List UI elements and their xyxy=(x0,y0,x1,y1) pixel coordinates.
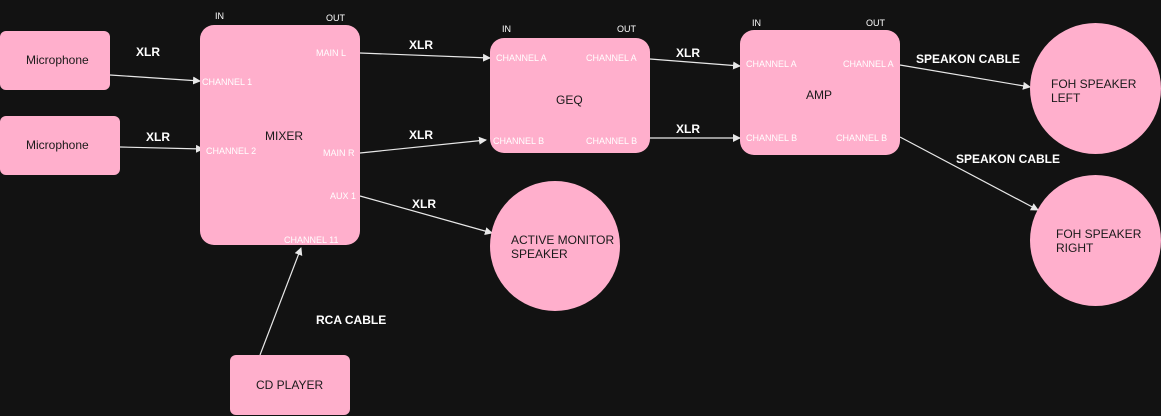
edge-label-geq-amp-a: XLR xyxy=(676,46,700,60)
edge-mic2-mixer xyxy=(119,144,204,153)
foh-speaker-right-node[interactable]: FOH SPEAKER RIGHT xyxy=(1030,175,1161,306)
microphone-1-label: Microphone xyxy=(26,53,89,67)
edge-geq-amp-a xyxy=(649,58,741,70)
amp-port-out-channel-a: CHANNEL A xyxy=(843,59,894,69)
edge-amp-right xyxy=(899,136,1039,211)
foh-speaker-left-label: FOH SPEAKER LEFT xyxy=(1051,77,1137,105)
mixer-out-header: OUT xyxy=(326,13,345,23)
geq-node[interactable]: GEQ CHANNEL A CHANNEL A CHANNEL B CHANNE… xyxy=(490,38,650,153)
amp-port-out-channel-b: CHANNEL B xyxy=(836,133,888,143)
cd-player-node[interactable]: CD PLAYER xyxy=(230,355,350,415)
amp-in-header: IN xyxy=(752,18,761,28)
mixer-label: MIXER xyxy=(265,129,304,143)
edge-amp-left xyxy=(899,64,1031,90)
mixer-in-header: IN xyxy=(215,11,224,21)
geq-out-header: OUT xyxy=(617,24,636,34)
geq-port-out-channel-a: CHANNEL A xyxy=(586,53,637,63)
mixer-node[interactable]: MIXER CHANNEL 1 CHANNEL 2 MAIN L MAIN R … xyxy=(200,25,360,245)
microphone-1-node[interactable]: Microphone xyxy=(0,31,110,90)
edge-label-mic2-mixer: XLR xyxy=(146,130,170,144)
microphone-2-label: Microphone xyxy=(26,138,89,152)
edge-mixer-geq-a xyxy=(359,52,491,62)
geq-port-in-channel-a: CHANNEL A xyxy=(496,53,547,63)
mixer-port-channel-1: CHANNEL 1 xyxy=(202,77,253,87)
geq-label: GEQ xyxy=(556,93,583,107)
microphone-2-node[interactable]: Microphone xyxy=(0,116,120,175)
amp-port-in-channel-b: CHANNEL B xyxy=(746,133,798,143)
edge-mic1-mixer xyxy=(109,74,201,85)
mixer-port-channel-11: CHANNEL 11 xyxy=(284,235,339,245)
geq-port-out-channel-b: CHANNEL B xyxy=(586,136,638,146)
edge-mixer-monitor xyxy=(359,195,493,235)
cd-player-label: CD PLAYER xyxy=(256,378,324,392)
edge-cd-mixer xyxy=(259,247,303,356)
mixer-port-aux-1: AUX 1 xyxy=(330,191,357,201)
mixer-port-main-l: MAIN L xyxy=(316,48,347,58)
amp-label: AMP xyxy=(806,88,833,102)
mixer-port-channel-2: CHANNEL 2 xyxy=(206,146,257,156)
amp-port-in-channel-a: CHANNEL A xyxy=(746,59,797,69)
edge-label-geq-amp-b: XLR xyxy=(676,122,700,136)
edge-label-mixer-monitor: XLR xyxy=(412,197,436,211)
geq-port-in-channel-b: CHANNEL B xyxy=(493,136,545,146)
edge-label-amp-right: SPEAKON CABLE xyxy=(956,152,1061,166)
active-monitor-speaker-node[interactable]: ACTIVE MONITOR SPEAKER xyxy=(490,181,620,311)
edge-mixer-geq-b xyxy=(359,136,487,154)
edge-label-mixer-geq-a: XLR xyxy=(409,38,433,52)
amp-out-header: OUT xyxy=(866,18,885,28)
geq-in-header: IN xyxy=(502,24,511,34)
edge-label-mic1-mixer: XLR xyxy=(136,45,160,59)
mixer-port-main-r: MAIN R xyxy=(323,148,355,158)
edge-label-cd-mixer: RCA CABLE xyxy=(316,313,387,327)
edge-label-mixer-geq-b: XLR xyxy=(409,128,433,142)
foh-speaker-right-label: FOH SPEAKER RIGHT xyxy=(1056,227,1142,255)
edge-label-amp-left: SPEAKON CABLE xyxy=(916,52,1021,66)
foh-speaker-left-node[interactable]: FOH SPEAKER LEFT xyxy=(1030,23,1161,154)
active-monitor-speaker-label: ACTIVE MONITOR SPEAKER xyxy=(511,233,615,261)
amp-node[interactable]: AMP CHANNEL A CHANNEL A CHANNEL B CHANNE… xyxy=(740,30,900,155)
